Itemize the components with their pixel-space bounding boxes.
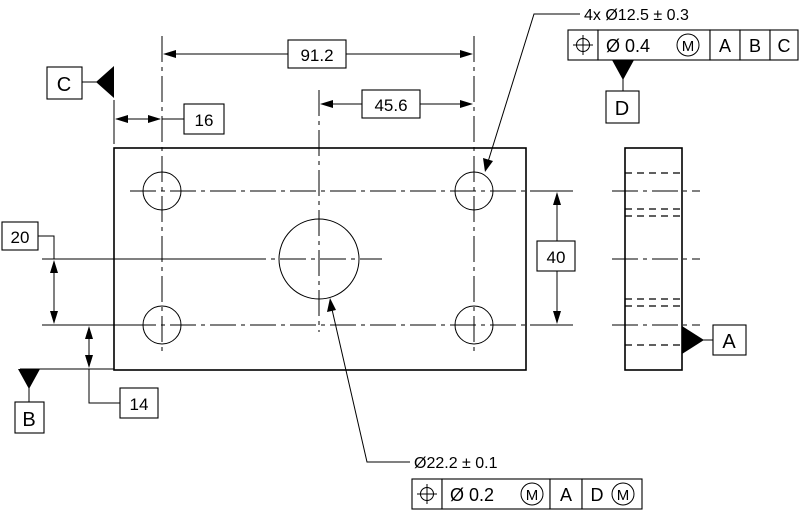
hole-bottom-left <box>142 305 182 345</box>
dim-edge-to-hole-x: 16 <box>113 100 225 144</box>
fcf-small-modifier: M <box>682 38 695 55</box>
datum-b: B <box>14 369 45 434</box>
fcf-large-datum-1: A <box>560 485 572 505</box>
small-holes-note: 4x Ø12.5 ± 0.3 <box>584 7 689 24</box>
side-view <box>612 147 700 371</box>
dim-hole-spacing-x: 91.2 <box>163 39 473 69</box>
dim-label-45: 45.6 <box>374 96 407 115</box>
callout-small-holes: 4x Ø12.5 ± 0.3 Ø 0.4 M A B C <box>483 7 799 172</box>
fcf-large-datum-2: D <box>591 485 604 505</box>
dim-label-40: 40 <box>547 248 566 267</box>
dim-hole-spacing-y: 40 <box>536 192 576 324</box>
datum-label-d: D <box>615 98 629 120</box>
dim-datum-offset: 20 <box>1 221 58 324</box>
datum-c: C <box>46 66 114 100</box>
fcf-small-tolerance: Ø 0.4 <box>606 36 650 56</box>
position-icon <box>417 484 437 504</box>
dim-center-offset: 45.6 <box>320 89 473 119</box>
position-icon <box>573 35 593 55</box>
front-view <box>20 36 573 371</box>
fcf-large-tolerance: Ø 0.2 <box>450 485 494 505</box>
mmc-circle-icon <box>520 482 544 506</box>
datum-label-a: A <box>722 331 736 353</box>
fcf-small-datum-3: C <box>778 36 791 56</box>
fcf-large-modifier: M <box>526 487 539 504</box>
dim-label-91: 91.2 <box>300 46 333 65</box>
fcf-large-datum-2-modifier: M <box>617 487 630 504</box>
dim-edge-to-hole-y: 14 <box>85 326 159 419</box>
fcf-small-holes: Ø 0.4 M A B C <box>567 29 799 61</box>
fcf-small-datum-1: A <box>719 36 731 56</box>
callout-large-hole: Ø22.2 ± 0.1 Ø 0.2 M A D M <box>327 298 643 510</box>
datum-label-c: C <box>57 74 71 96</box>
center-lines <box>130 36 572 355</box>
hole-bottom-right <box>454 305 494 345</box>
fcf-small-datum-2: B <box>749 36 761 56</box>
datum-a: A <box>682 324 747 356</box>
dim-label-14: 14 <box>130 395 149 414</box>
hole-top-right <box>454 171 494 211</box>
large-hole-note: Ø22.2 ± 0.1 <box>414 455 498 472</box>
datum-label-b: B <box>22 409 35 431</box>
hole-top-left <box>142 171 182 211</box>
fcf-large-hole: Ø 0.2 M A D M <box>411 478 643 510</box>
dim-label-20: 20 <box>11 228 30 247</box>
mmc-circle-icon <box>676 33 700 57</box>
mmc-circle-icon <box>611 482 635 506</box>
center-hole <box>278 218 360 300</box>
dim-label-16: 16 <box>195 111 214 130</box>
datum-d: D <box>605 60 640 124</box>
